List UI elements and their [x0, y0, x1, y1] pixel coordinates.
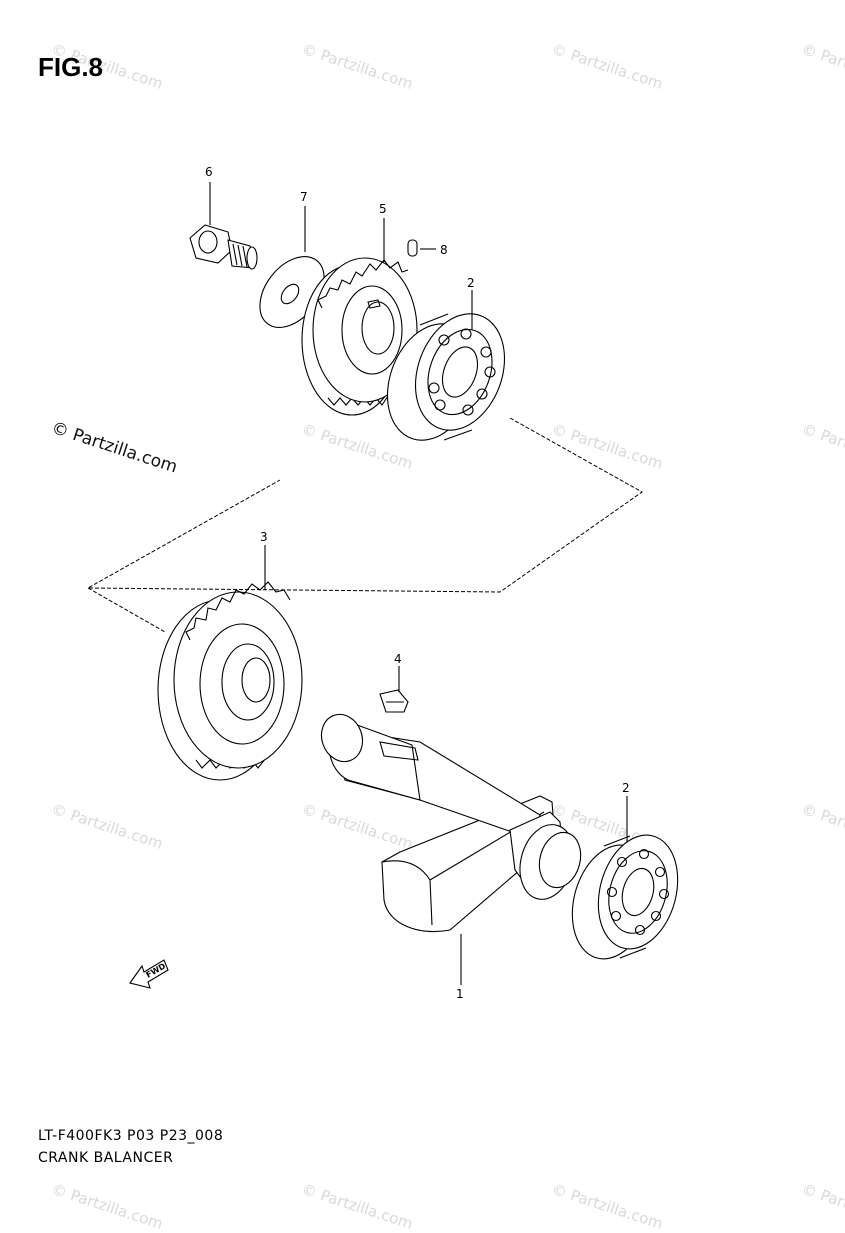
callout-8: 8 — [440, 243, 448, 257]
model-code: LT-F400FK3 P03 P23_008 — [38, 1128, 224, 1144]
flange-bolt[interactable] — [189, 224, 258, 270]
woodruff-key[interactable] — [379, 689, 409, 713]
balancer-shaft[interactable] — [315, 709, 587, 933]
drive-gear[interactable] — [301, 257, 418, 416]
ball-bearing-upper[interactable] — [372, 301, 520, 452]
callout-4: 4 — [394, 652, 402, 666]
forward-arrow-icon: FWD — [129, 959, 169, 989]
pin[interactable] — [407, 239, 418, 257]
exploded-parts-diagram: FWD 6 7 5 8 2 3 4 2 1 — [86, 165, 689, 1001]
callout-5: 5 — [379, 202, 387, 216]
callout-1: 1 — [456, 987, 464, 1001]
section-name: CRANK BALANCER — [38, 1150, 174, 1166]
callout-2-lower: 2 — [622, 781, 630, 795]
assembly-line-upper — [86, 417, 643, 593]
driven-gear[interactable] — [157, 581, 303, 781]
callout-3: 3 — [260, 530, 268, 544]
ball-bearing-lower[interactable] — [560, 826, 689, 968]
assembly-line-lower — [87, 587, 166, 633]
callout-6: 6 — [205, 165, 213, 179]
callout-7: 7 — [300, 190, 308, 204]
callout-2-upper: 2 — [467, 276, 475, 290]
figure-title: FIG.8 — [38, 52, 104, 82]
